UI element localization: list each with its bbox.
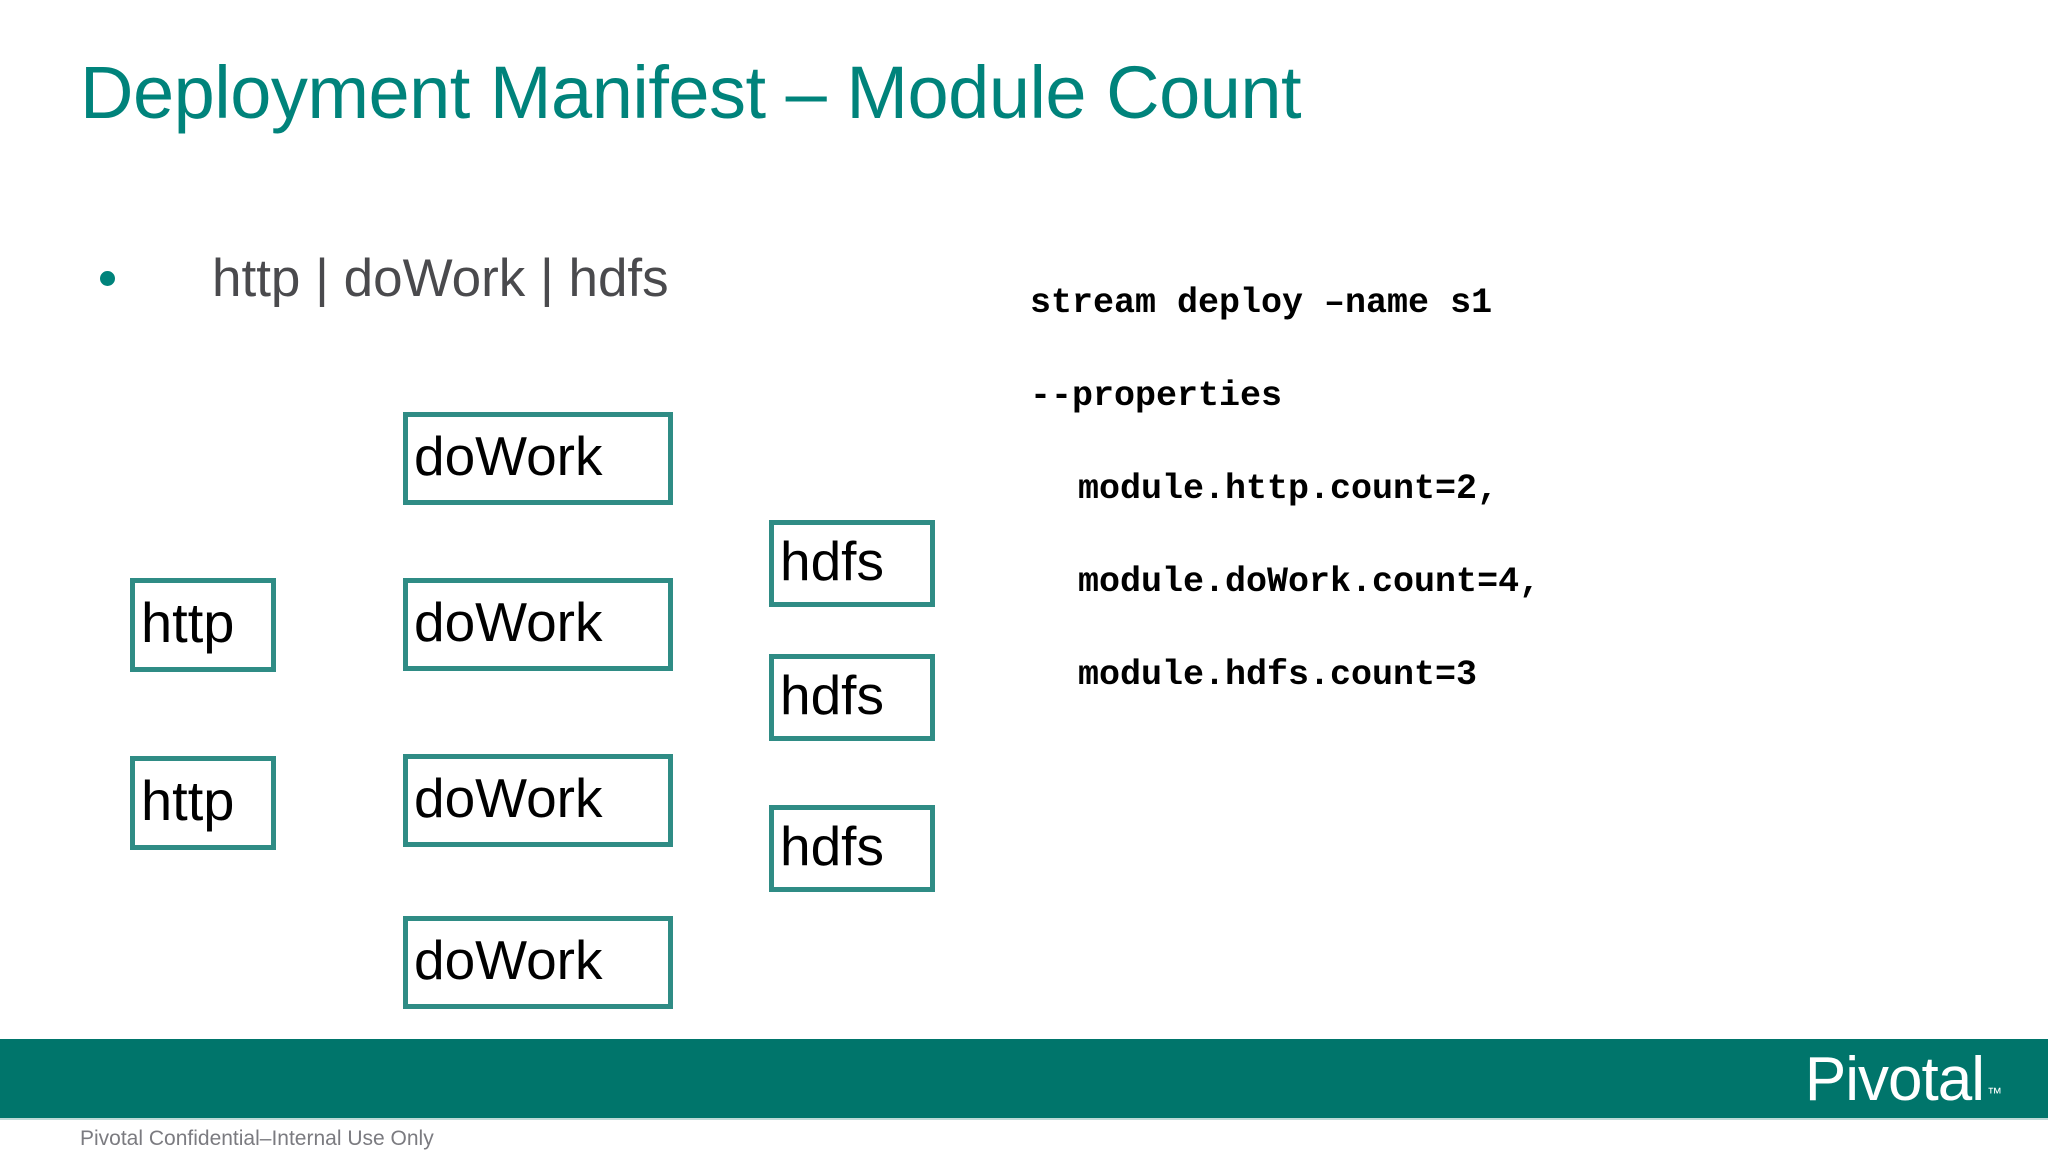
module-box-label: doWork xyxy=(414,767,603,829)
module-box-label: http xyxy=(141,769,235,832)
module-box-label: doWork xyxy=(414,425,603,487)
module-box-label: hdfs xyxy=(780,530,884,592)
module-box-dowork-2: doWork xyxy=(403,578,673,671)
command-snippet: stream deploy –name s1 --properties modu… xyxy=(1030,286,1930,693)
module-box-hdfs-3: hdfs xyxy=(769,805,935,892)
module-box-dowork-3: doWork xyxy=(403,754,673,847)
footer-bar xyxy=(0,1039,2048,1118)
module-box-hdfs-2: hdfs xyxy=(769,654,935,741)
bullet-item: http | doWork | hdfs xyxy=(100,252,669,305)
module-box-label: hdfs xyxy=(780,664,884,726)
confidentiality-note: Pivotal Confidential–Internal Use Only xyxy=(80,1127,434,1150)
command-line-2: --properties xyxy=(1030,376,1283,416)
page-title: Deployment Manifest – Module Count xyxy=(80,51,1302,134)
bullet-dot-icon xyxy=(100,271,115,286)
module-box-dowork-1: doWork xyxy=(403,412,673,505)
module-box-http-1: http xyxy=(130,578,276,672)
module-box-hdfs-1: hdfs xyxy=(769,520,935,607)
command-line-4: module.doWork.count=4, xyxy=(1078,562,1541,602)
module-box-label: doWork xyxy=(414,591,603,653)
footer-divider xyxy=(0,1118,2048,1120)
module-box-label: doWork xyxy=(414,929,603,991)
command-line-5: module.hdfs.count=3 xyxy=(1078,655,1478,695)
trademark-icon: ™ xyxy=(1987,1085,2002,1102)
pivotal-wordmark: Pivotal xyxy=(1804,1045,1985,1115)
command-line-3: module.http.count=2, xyxy=(1078,469,1499,509)
module-box-dowork-4: doWork xyxy=(403,916,673,1009)
module-box-label: http xyxy=(141,591,235,654)
command-line-1: stream deploy –name s1 xyxy=(1030,283,1493,323)
module-box-http-2: http xyxy=(130,756,276,850)
bullet-item-label: http | doWork | hdfs xyxy=(212,249,669,308)
pivotal-logo: Pivotal ™ xyxy=(1804,1044,2002,1115)
module-box-label: hdfs xyxy=(780,815,884,877)
